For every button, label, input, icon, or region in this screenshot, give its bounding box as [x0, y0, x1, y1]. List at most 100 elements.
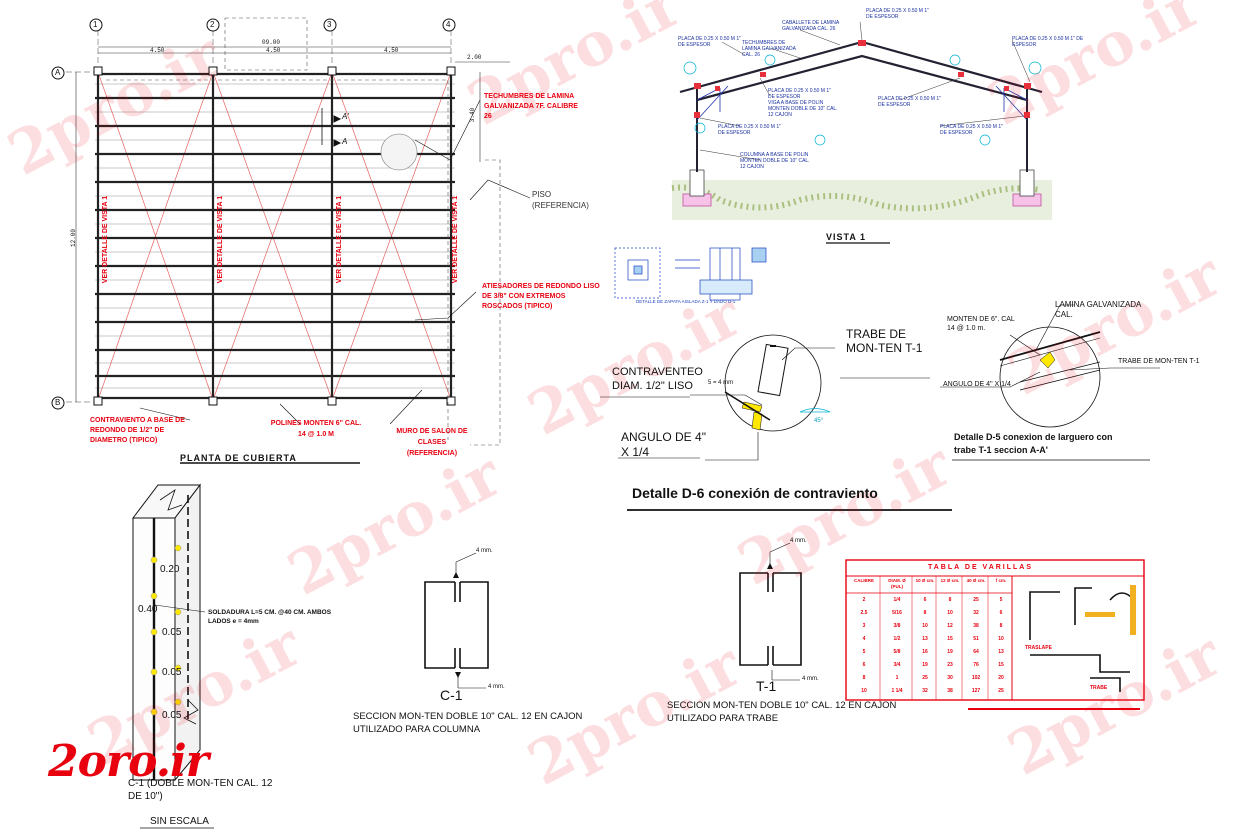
c1-section	[424, 552, 489, 689]
rebar-table-cell: 19	[922, 662, 928, 668]
grid-bubble-2: 2	[210, 20, 215, 29]
rebar-table-cell: 12	[947, 623, 953, 629]
rebar-table-cell: 64	[973, 649, 979, 655]
rebar-table-cell: 4	[862, 636, 866, 642]
c1-gap-top: 4 mm.	[476, 548, 493, 554]
rebar-table-cell: 8	[923, 610, 927, 616]
column-scale: SIN ESCALA	[150, 816, 209, 827]
frame-beams	[96, 70, 453, 402]
column-dim: 0.20	[160, 564, 180, 575]
grid-bubble-1: 1	[93, 20, 98, 29]
rebar-table-cell: 25	[973, 597, 979, 603]
rebar-table-cell: 25	[998, 688, 1004, 694]
note-polines: POLINES MONTEN 6" CAL. 14 @ 1.0 M	[270, 420, 362, 438]
rebar-table-cell: 102	[971, 675, 981, 681]
rebar-traslape-label: TRASLAPE	[1025, 645, 1052, 651]
vista-placa-low-left: PLACA DE 0.25 X 0.50 M 1" DE ESPESOR	[718, 124, 781, 136]
vertical-note: VER DETALLE DE VISTA 1	[452, 195, 460, 284]
dim-depth: 12.00	[70, 228, 78, 248]
rebar-table-cell: 3	[862, 623, 866, 629]
column-dim: 0.05	[162, 710, 182, 721]
c1-mark: C-1	[440, 687, 463, 703]
rebar-table-cell: 15	[998, 662, 1004, 668]
vertical-note: VER DETALLE DE VISTA 1	[336, 195, 344, 284]
rebar-table-cell: 10	[922, 623, 928, 629]
rebar-table-cell: 1 1/4	[891, 688, 903, 694]
rebar-header-cell: f cm.	[995, 578, 1007, 583]
d5-lamina-label: LAMINA GALVANIZADA CAL.	[1055, 300, 1141, 319]
rebar-table-cell: 38	[973, 623, 979, 629]
rebar-table-cell: 8	[862, 675, 866, 681]
rebar-table-cell: 6	[999, 610, 1003, 616]
column-3d	[131, 483, 214, 829]
vista-columna: COLUMNA A BASE DE POLIN MONTEN DOBLE DE …	[740, 152, 810, 170]
rebar-trabe-label: TRABE	[1090, 685, 1108, 691]
section-mark-a: A	[342, 137, 348, 146]
note-lamina: TECHUMBRES DE LAMINA GALVANIZADA 7F. CAL…	[484, 93, 578, 120]
dim-total: 09.00	[262, 39, 281, 46]
purlins	[95, 72, 455, 400]
site-logo: 2oro.ir	[48, 736, 209, 787]
vertical-note: VER DETALLE DE VISTA 1	[217, 195, 225, 284]
column-weld-note: SOLDADURA L=5 CM. @40 CM. AMBOS LADOS e …	[208, 609, 332, 625]
vista-placa-mid-left: PLACA DE 0.25 X 0.50 M 1" DE ESPESOR	[768, 88, 831, 100]
rebar-table-cell: 8	[948, 597, 952, 603]
rebar-table-cell: 2.5	[860, 610, 868, 616]
d5-title: Detalle D-5 conexion de larguero con tra…	[954, 432, 1113, 455]
d6-dim: 5 = 4 mm	[708, 380, 734, 386]
grid-bubble-4: 4	[446, 20, 451, 29]
rebar-table-title: TABLA DE VARILLAS	[928, 564, 1034, 571]
column-dim: 0.40	[138, 604, 158, 615]
d5-monten-label: MONTEN DE 6". CAL 14 @ 1.0 m.	[947, 316, 1015, 332]
rebar-table-cell: 10	[947, 610, 953, 616]
note-atiesadores: ATIESADORES DE REDONDO LISO DE 3/8" CON …	[482, 283, 600, 310]
d6-contraventeo-label: CONTRAVENTEO DIAM. 1/2" LISO	[612, 366, 703, 392]
d6-angulo-label: ANGULO DE 4" X 1/4	[621, 430, 706, 459]
grid-bubble-b: B	[55, 398, 61, 407]
vista-caballete: CABALLETE DE LAMINA GALVANIZADA CAL. 26	[782, 20, 839, 32]
rebar-table-cell: 10	[998, 636, 1004, 642]
vista-viga: VIGA A BASE DE POLIN MONTEN DOBLE DE 10"…	[768, 100, 838, 118]
column-dim: 0.05	[162, 667, 182, 678]
detail-d5	[940, 304, 1160, 461]
t1-gap-bottom: 4 mm.	[802, 676, 819, 682]
rebar-table-cell: 3/4	[893, 662, 901, 668]
rebar-table-cell: 15	[947, 636, 953, 642]
rebar-table-cell: 51	[973, 636, 979, 642]
rebar-table-cell: 13	[922, 636, 928, 642]
rebar-table-cell: 30	[947, 675, 953, 681]
d5-angulo-label: ANGULO DE 4" X 1/4	[943, 381, 1011, 388]
rebar-table-cell: 13	[998, 649, 1004, 655]
vista-techumbre: TECHUMBRES DE LAMINA GALVANIZADA CAL. 26	[742, 40, 796, 58]
vista-title: VISTA 1	[826, 232, 867, 242]
vertical-note: VER DETALLE DE VISTA 1	[102, 195, 110, 284]
zapata-detail	[614, 247, 767, 301]
c1-caption: SECCION MON-TEN DOBLE 10" CAL. 12 EN CAJ…	[353, 711, 583, 735]
t1-section	[739, 542, 802, 681]
plan-title: PLANTA DE CUBIERTA	[180, 453, 297, 463]
rebar-table-cell: 5/16	[892, 610, 902, 616]
rebar-table-cell: 3/8	[893, 623, 901, 629]
rebar-table-cell: 8	[999, 623, 1003, 629]
rebar-table-frame	[845, 559, 1145, 710]
rebar-table-cell: 5	[862, 649, 866, 655]
d5-trabe-label: TRABE DE MON-TEN T-1	[1118, 358, 1200, 365]
rebar-table-cell: 16	[922, 649, 928, 655]
rebar-table-cell: 1	[895, 675, 899, 681]
rebar-table-cell: 38	[947, 688, 953, 694]
note-piso: PISO (REFERENCIA)	[532, 190, 589, 210]
detail-d6	[600, 334, 952, 511]
rebar-table-cell: 10	[861, 688, 867, 694]
rebar-table-cell: 1/2	[893, 636, 901, 642]
section-circle	[380, 133, 418, 171]
grid-bubble-a: A	[55, 68, 61, 77]
note-muro: MURO DE SALON DE CLASES (REFERENCIA)	[396, 428, 468, 457]
grid-bubble-3: 3	[327, 20, 332, 29]
rebar-table-cell: 23	[947, 662, 953, 668]
rebar-table-cell: 6	[862, 662, 866, 668]
rebar-table-cell: 5	[999, 597, 1003, 603]
d6-title: Detalle D-6 conexión de contraviento	[632, 485, 878, 501]
dim-span-1: 4.50	[150, 47, 165, 54]
rebar-table-cell: 32	[922, 688, 928, 694]
roof-plan	[51, 17, 531, 464]
